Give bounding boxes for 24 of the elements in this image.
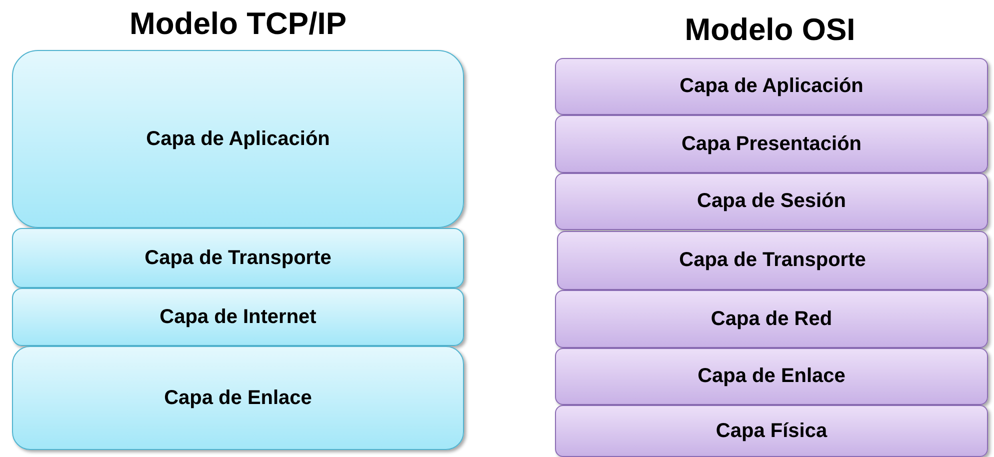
- layer-name: Capa de Transporte: [144, 246, 332, 270]
- layer-box: [12, 50, 464, 228]
- layer-box: [555, 115, 988, 173]
- layer-box: [12, 288, 464, 346]
- layer-box: [555, 405, 988, 457]
- model-heading: Modelo OSI: [684, 12, 856, 48]
- layer-name: Capa de Red: [710, 308, 832, 330]
- layer-box: [555, 58, 988, 115]
- layer-name: Capa de Internet: [160, 306, 316, 328]
- layer-box: [555, 290, 988, 348]
- layer-box: [12, 228, 464, 288]
- layer-name: Capa de Transporte: [679, 249, 866, 272]
- layer-box: [555, 173, 988, 230]
- layer-name: Capa de Aplicación: [146, 128, 330, 150]
- layer-name: Capa de Enlace: [164, 386, 312, 410]
- model-heading: Modelo TCP/IP: [130, 6, 346, 42]
- layer-name: Capa Física: [716, 420, 828, 442]
- layer-name: Capa Presentación: [681, 132, 862, 156]
- layer-box: [12, 346, 464, 450]
- layer-name: Capa de Enlace: [698, 365, 846, 388]
- layer-box: [557, 231, 988, 290]
- layer-name: Capa de Aplicación: [680, 75, 864, 98]
- layer-name: Capa de Sesión: [697, 190, 846, 213]
- layer-box: [555, 348, 988, 405]
